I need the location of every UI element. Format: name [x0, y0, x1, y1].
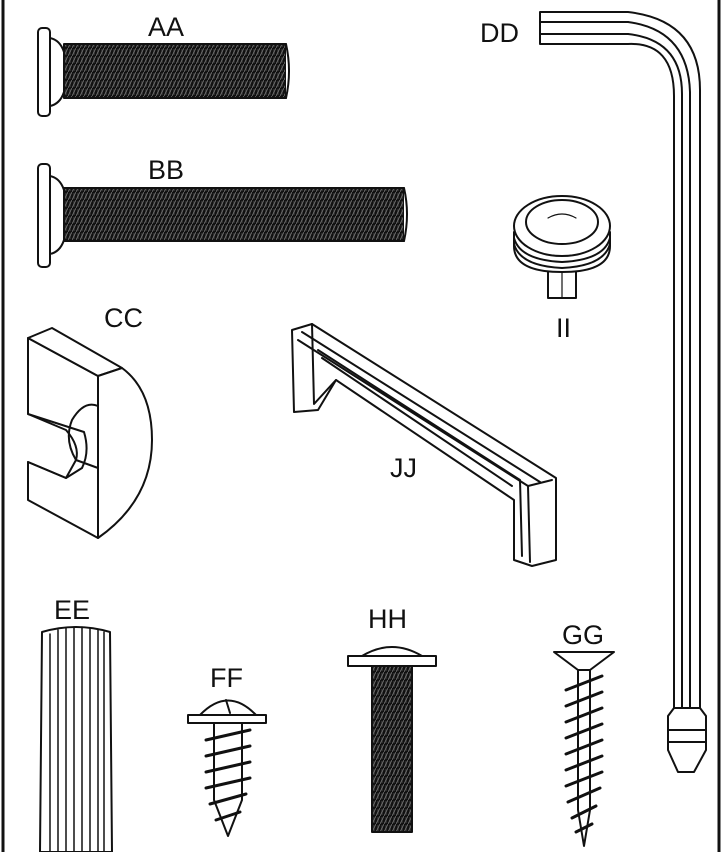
label-gg: GG — [562, 620, 605, 650]
label-hh: HH — [368, 604, 407, 634]
label-ee: EE — [54, 595, 91, 625]
label-dd: DD — [480, 18, 519, 48]
part-ff-screw — [187, 699, 267, 837]
part-dd-allen-key — [539, 11, 707, 773]
label-aa: AA — [148, 12, 185, 42]
part-hh-bolt — [347, 646, 437, 833]
part-ee-dowel — [39, 626, 113, 852]
label-bb: BB — [148, 155, 185, 185]
label-jj: JJ — [390, 453, 417, 483]
label-ff: FF — [210, 663, 243, 693]
part-cc-wedge-block — [27, 327, 153, 539]
label-ii: II — [556, 313, 572, 343]
part-gg-screw — [553, 651, 615, 847]
part-aa-bolt — [37, 27, 290, 117]
part-ii-knob — [513, 195, 611, 299]
label-cc: CC — [104, 303, 143, 333]
part-bb-bolt — [37, 163, 408, 268]
part-jj-handle — [291, 323, 557, 567]
